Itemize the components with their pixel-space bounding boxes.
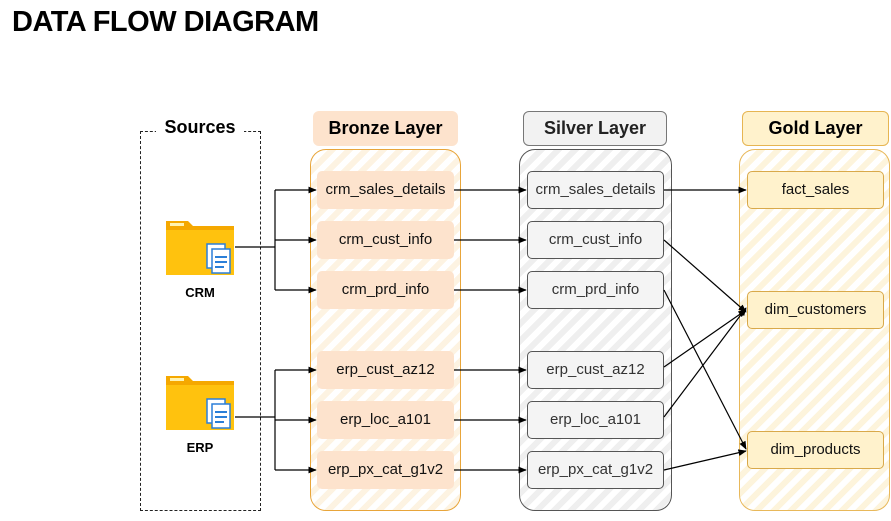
silver-layer-header: Silver Layer [523,111,667,146]
folder-icon [166,376,234,430]
silver-to-gold-arrow [663,289,747,450]
gold-table-node: dim_customers [747,291,884,329]
bronze-table-node: crm_cust_info [317,221,454,259]
bronze-layer-container [310,149,461,511]
gold-table-node: dim_products [747,431,884,469]
crm-label: CRM [185,285,215,300]
documents-icon [206,243,231,274]
bronze-table-node: crm_sales_details [317,171,454,209]
bronze-table-node: erp_loc_a101 [317,401,454,439]
silver-table-node: crm_cust_info [527,221,664,259]
silver-layer-container [519,149,672,511]
gold-table-node: fact_sales [747,171,884,209]
silver-table-node: crm_sales_details [527,171,664,209]
silver-table-node: erp_px_cat_g1v2 [527,451,664,489]
gold-layer-header: Gold Layer [742,111,889,146]
erp-label: ERP [186,440,214,455]
bronze-layer-header: Bronze Layer [313,111,458,146]
page-title: DATA FLOW DIAGRAM [12,6,319,38]
silver-table-node: erp_loc_a101 [527,401,664,439]
bronze-table-node: erp_cust_az12 [317,351,454,389]
erp-source-icon [165,373,237,433]
silver-to-gold-arrow [663,309,747,368]
silver-to-gold-arrow [663,449,747,471]
silver-table-node: erp_cust_az12 [527,351,664,389]
sources-label: Sources [156,115,244,139]
folder-icon [166,221,234,275]
silver-to-gold-arrow [663,307,747,418]
bronze-table-node: crm_prd_info [317,271,454,309]
silver-table-node: crm_prd_info [527,271,664,309]
documents-icon [206,398,231,429]
crm-source-icon [165,218,237,278]
silver-to-gold-arrow [663,239,747,313]
bronze-table-node: erp_px_cat_g1v2 [317,451,454,489]
